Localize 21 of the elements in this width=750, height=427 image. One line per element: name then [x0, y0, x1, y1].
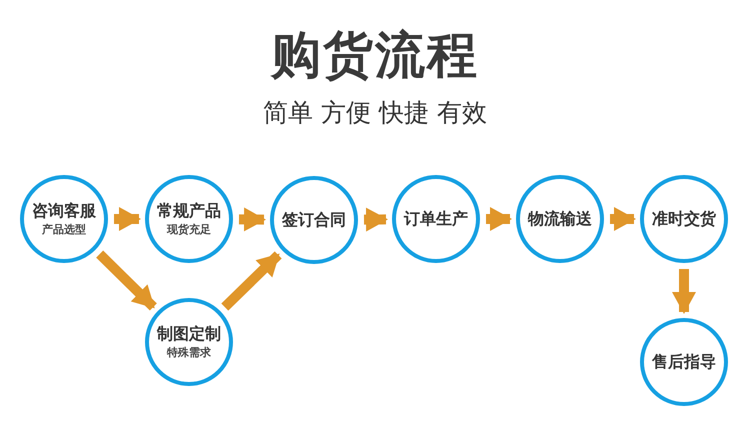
arrow	[486, 207, 512, 231]
arrow	[238, 207, 266, 232]
step-title: 咨询客服	[32, 202, 96, 220]
arrow	[610, 207, 636, 231]
step-title: 订单生产	[404, 210, 468, 228]
arrow	[221, 251, 282, 311]
title: 购货流程	[269, 28, 480, 83]
step-title: 签订合同	[282, 211, 346, 229]
step-note: 特殊需求	[167, 347, 211, 360]
arrow	[364, 208, 388, 232]
step-note: 产品选型	[42, 224, 86, 236]
arrow	[96, 250, 157, 310]
subtitle: 简单 方便 快捷 有效	[262, 98, 488, 128]
step-title: 制图定制	[157, 324, 221, 342]
arrow	[114, 207, 141, 231]
arrow	[672, 269, 696, 314]
step-title: 售后指导	[652, 353, 716, 371]
step-title: 物流输送	[528, 210, 592, 228]
step-title: 常规产品	[157, 202, 221, 220]
step-title: 准时交货	[652, 210, 716, 228]
step-note: 现货充足	[167, 224, 211, 236]
